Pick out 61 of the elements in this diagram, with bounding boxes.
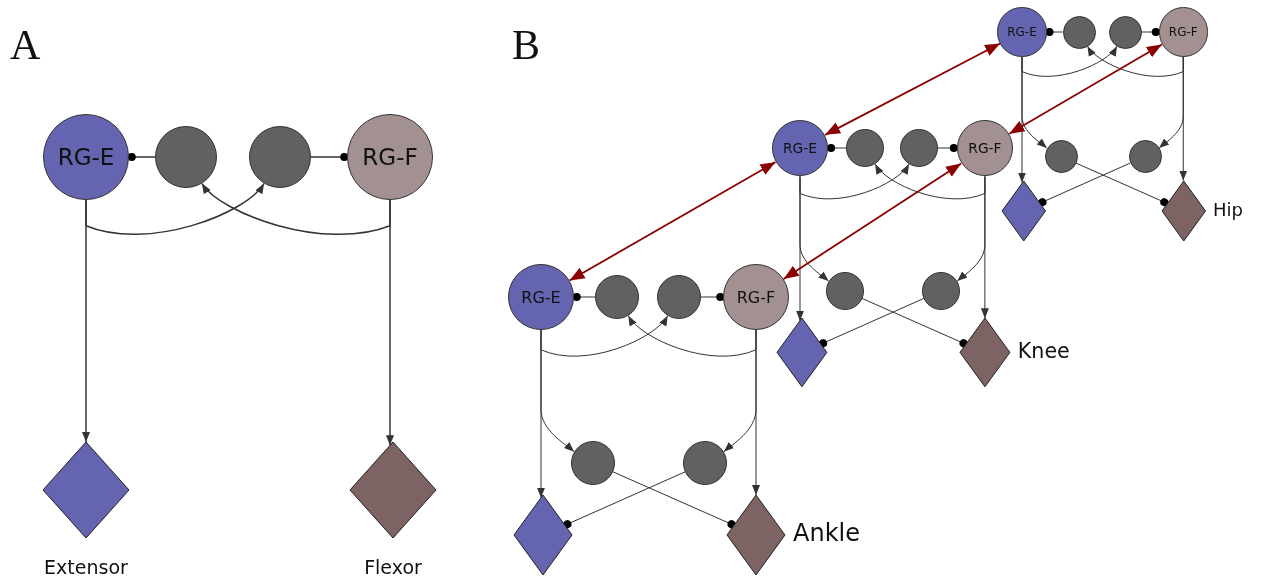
node-caption: Knee <box>1017 338 1070 363</box>
inhibitory-connector <box>861 297 968 348</box>
inhibitory-connector <box>572 292 596 302</box>
inhibitory-connector <box>937 143 958 153</box>
arrow <box>799 163 910 200</box>
inhibitory-connector <box>700 292 725 302</box>
node-caption: Flexor <box>364 556 422 578</box>
arrow <box>85 182 265 236</box>
panel-label: A <box>10 24 41 66</box>
arrow <box>201 182 391 236</box>
arrow <box>1179 56 1188 181</box>
arrow <box>386 199 394 447</box>
node-label: RG-F <box>362 144 418 170</box>
node-label: RG-E <box>57 144 115 170</box>
node-label: RG-E <box>521 287 561 307</box>
arrow <box>874 163 986 200</box>
interneuron-circle <box>1109 15 1142 49</box>
interneuron-circle <box>571 441 615 485</box>
interneuron-circle <box>1062 15 1096 49</box>
interneuron-circle <box>846 129 885 167</box>
inhibitory-connector <box>1141 27 1160 37</box>
arrow <box>627 315 757 357</box>
panel-label: B <box>512 24 540 66</box>
arrow <box>540 315 669 357</box>
arrow <box>1087 45 1184 77</box>
interneuron-circle <box>825 271 864 310</box>
interneuron-circle <box>657 275 701 319</box>
inhibitory-connector <box>827 143 847 153</box>
rhythm-generator-circle <box>997 7 1047 57</box>
arrow <box>537 329 545 499</box>
arrow <box>782 162 962 280</box>
inhibitory-connector <box>1075 162 1169 207</box>
arrow <box>568 161 777 282</box>
inhibitory-connector <box>310 152 349 162</box>
inhibitory-connector <box>1045 27 1063 37</box>
node-label: RG-E <box>1007 25 1037 39</box>
arrow <box>824 42 1001 136</box>
arrow <box>980 175 989 319</box>
interneuron-circle <box>1044 140 1078 173</box>
arrow <box>1021 45 1118 77</box>
interneuron-circle <box>683 441 727 485</box>
node-label: RG-E <box>783 140 817 156</box>
node-caption: Hip <box>1213 198 1243 220</box>
inhibitory-connector <box>612 471 736 529</box>
interneuron-circle <box>922 271 960 310</box>
node-caption: Extensor <box>44 556 128 578</box>
node-caption: Ankle <box>793 519 860 547</box>
inhibitory-connector <box>563 471 686 529</box>
interneuron-circle <box>1128 140 1162 173</box>
node-label: RG-F <box>736 287 776 307</box>
interneuron-circle <box>595 275 639 319</box>
inhibitory-connector <box>819 297 925 348</box>
inhibitory-connector <box>1038 162 1131 207</box>
arrow <box>1008 43 1163 135</box>
rhythm-generator-circle <box>1158 7 1208 57</box>
node-label: RG-F <box>1168 25 1198 39</box>
node-label: RG-F <box>968 140 1002 156</box>
arrow <box>82 199 90 443</box>
interneuron-circle <box>899 129 938 167</box>
inhibitory-connector <box>127 152 156 162</box>
arrow <box>752 329 760 496</box>
